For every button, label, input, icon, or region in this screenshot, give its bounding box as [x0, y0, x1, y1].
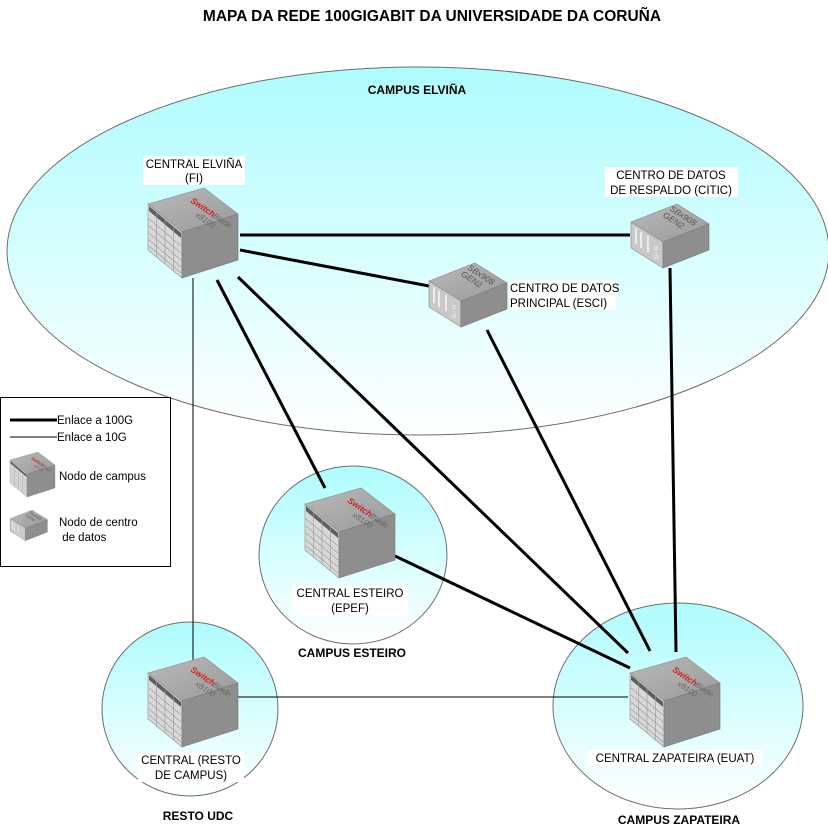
node-central-elvina[interactable]: CENTRAL ELVIÑA (FI)	[143, 156, 245, 279]
link-100g-esteiro-zapateira	[394, 554, 631, 670]
node-label-line-1: CENTRO DE DATOS	[616, 170, 726, 182]
legend-datacenter-node-label-2: de datos	[59, 532, 107, 544]
campus-esteiro-label: CAMPUS ESTEIRO	[298, 646, 406, 660]
label-background	[605, 167, 738, 197]
link-100g-elvina-esteiro	[215, 279, 327, 489]
link-100g-citic-zapateira	[668, 267, 678, 653]
legend-campus-node-label: Nodo de campus	[59, 471, 146, 483]
node-label-line-1: CENTRAL (RESTO	[141, 755, 241, 767]
node-label-line-1: CENTRAL ZAPATEIRA (EUAT)	[596, 753, 755, 765]
legend-10g-label: Enlace a 10G	[57, 432, 127, 444]
label-background	[588, 750, 762, 766]
node-central-zapateira[interactable]: CENTRAL ZAPATEIRA (EUAT)	[588, 656, 762, 766]
campus-zapateira-label: CAMPUS ZAPATEIRA	[618, 813, 741, 827]
node-label-line-2: DE CAMPUS)	[155, 770, 227, 782]
node-label-line-2: (FI)	[185, 173, 203, 185]
link-100g-esci-zapateira	[485, 329, 652, 652]
diagram-title: MAPA DA REDE 100GIGABIT DA UNIVERSIDADE …	[203, 7, 661, 25]
campus-elvina-label: CAMPUS ELVIÑA	[368, 82, 467, 97]
node-label-line-1: CENTRO DE DATOS	[510, 283, 620, 295]
node-label-line-2: DE RESPALDO (CITIC)	[610, 185, 732, 197]
legend: Enlace a 100G Enlace a 10G Nodo de campu…	[0, 397, 171, 567]
node-central-resto[interactable]: CENTRAL (RESTO DE CAMPUS)	[138, 656, 244, 782]
label-background	[509, 280, 616, 310]
link-100g-elvina-zapateira	[236, 275, 630, 655]
links	[192, 233, 678, 698]
node-label-line-1: CENTRAL ESTEIRO	[297, 588, 404, 600]
node-citic[interactable]: CENTRO DE DATOS DE RESPALDO (CITIC)	[605, 167, 738, 269]
node-label-line-1: CENTRAL ELVIÑA	[146, 158, 243, 171]
campus-resto-label: RESTO UDC	[163, 809, 234, 823]
label-background	[143, 156, 245, 185]
node-central-esteiro[interactable]: CENTRAL ESTEIRO (EPEF)	[292, 487, 408, 615]
legend-datacenter-node-label-1: Nodo de centro	[59, 517, 138, 529]
node-label-line-2: PRINCIPAL (ESCI)	[510, 298, 607, 310]
label-background	[292, 585, 408, 615]
link-100g-elvina-esci	[239, 248, 430, 288]
label-background	[138, 752, 244, 782]
node-esci[interactable]: CENTRO DE DATOS PRINCIPAL (ESCI)	[428, 260, 620, 328]
node-label-line-2: (EPEF)	[331, 603, 369, 615]
legend-100g-label: Enlace a 100G	[57, 415, 133, 427]
